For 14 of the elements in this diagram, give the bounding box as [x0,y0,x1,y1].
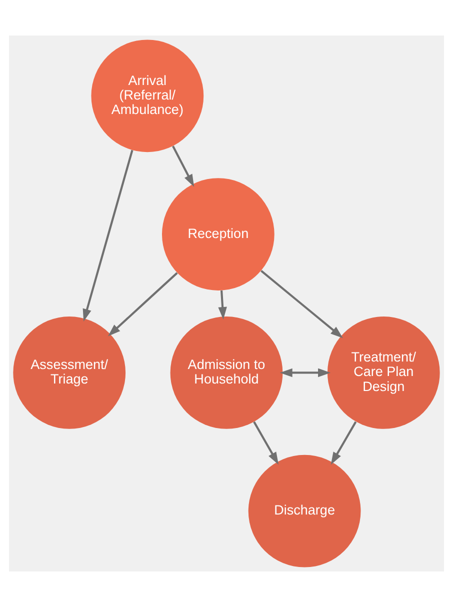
arrow [82,150,133,322]
arrow [330,421,356,465]
node-circle: Arrival (Referral/ Ambulance) [90,40,204,152]
node-circle: Reception [161,178,274,290]
arrow [252,421,278,465]
node-circle: Discharge [248,454,360,568]
arrow [260,270,342,338]
arrow [279,368,330,378]
node-circle: Admission to Household [170,316,282,429]
arrow [218,290,226,320]
node-circle: Assessment/ Triage [12,316,126,429]
arrow [107,272,178,336]
node-circle: Treatment/ Care Plan Design [326,316,440,429]
arrow [172,146,194,187]
